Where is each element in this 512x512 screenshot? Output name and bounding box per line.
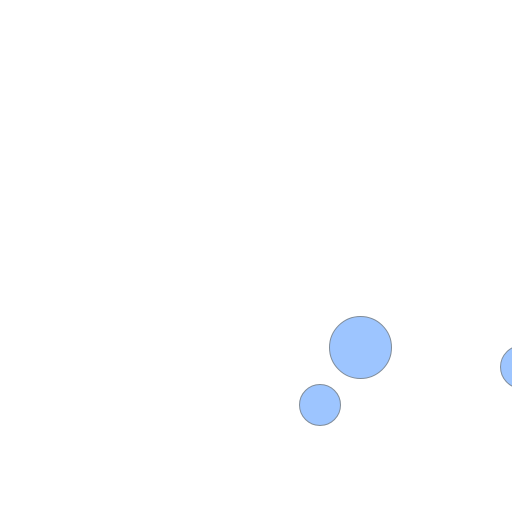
circle-shape-large[interactable] [329, 316, 392, 379]
circle-shape-edge[interactable] [500, 345, 512, 389]
circle-shape-small[interactable] [299, 384, 341, 426]
